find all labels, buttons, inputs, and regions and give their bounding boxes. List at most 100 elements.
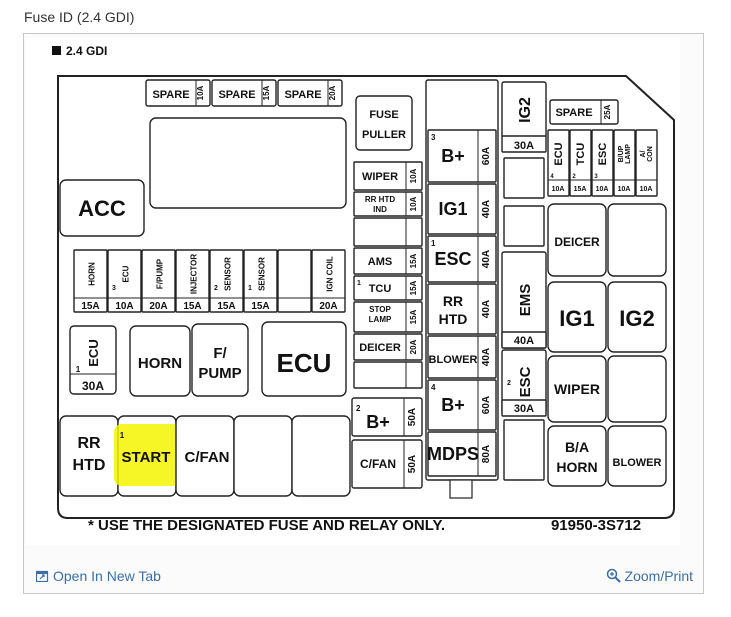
ig2-label: IG2 bbox=[517, 97, 534, 123]
mini-fuse-left-amp: 15A bbox=[183, 301, 201, 312]
zoom-icon bbox=[606, 568, 621, 586]
fuse-puller-label: FUSE bbox=[369, 109, 398, 121]
mini-fuse-right-label: A/ bbox=[640, 150, 647, 157]
blower-relay bbox=[607, 425, 667, 487]
mini-fuse-left-label: ECU bbox=[122, 265, 131, 282]
mini-fuse-right-amp: 10A bbox=[640, 186, 653, 193]
mini-fuse-right-prefix: 2 bbox=[572, 174, 576, 180]
mini-fuse-right-amp: 10A bbox=[552, 186, 565, 193]
mini-fuse-left-prefix: 2 bbox=[214, 285, 218, 292]
ecu1-label: ECU bbox=[86, 339, 101, 366]
mini-fuse-right-label: ESC bbox=[597, 143, 609, 166]
blank-fuse bbox=[503, 419, 545, 481]
ems-amp-box bbox=[501, 331, 547, 349]
rrhtd-relay-label: HTD bbox=[73, 457, 106, 474]
acc-label: ACC bbox=[78, 196, 126, 221]
big-fuse-label: HTD bbox=[439, 311, 468, 327]
open-new-tab-label: Open In New Tab bbox=[53, 568, 161, 584]
center-fuse-amp: 10A bbox=[409, 196, 418, 211]
start-relay-prefix: 1 bbox=[120, 431, 125, 440]
center-fuse bbox=[353, 161, 423, 191]
mini-fuse-left bbox=[141, 249, 176, 313]
big-fuse bbox=[427, 335, 497, 379]
spare-fuse bbox=[277, 79, 343, 107]
big-fuse-label: MDPS bbox=[427, 444, 479, 464]
big-fuse-label: ESC bbox=[434, 249, 471, 269]
mini-fuse-left-label: INJECTOR bbox=[190, 254, 199, 295]
big-fuse-amp: 60A bbox=[481, 396, 492, 414]
mini-fuse-left-amp: 10A bbox=[115, 301, 133, 312]
mini-fuse-right-label: B/UP bbox=[618, 145, 625, 162]
big-fuse-label: RR bbox=[443, 293, 463, 309]
fuse-column-tab bbox=[449, 479, 473, 499]
big-fuse-prefix: 3 bbox=[431, 133, 436, 142]
blower-relay-label: BLOWER bbox=[613, 457, 662, 469]
mini-fuse-left bbox=[209, 249, 244, 313]
bahorn-relay-label: HORN bbox=[556, 459, 597, 475]
ecu1-fuse bbox=[69, 325, 117, 395]
mini-fuse-right-label: CON bbox=[647, 146, 654, 162]
esc2-prefix: 2 bbox=[507, 380, 511, 387]
open-new-tab-link[interactable]: Open In New Tab bbox=[35, 568, 161, 585]
mini-fuse-left-label: SENSOR bbox=[224, 257, 233, 291]
horn-relay bbox=[129, 325, 191, 397]
ecu-relay-label: ECU bbox=[277, 348, 332, 378]
bahorn-relay-label: B/A bbox=[565, 439, 589, 455]
mini-fuse-left-amp: 15A bbox=[251, 301, 269, 312]
ecu1-prefix: 1 bbox=[76, 365, 81, 374]
mini-fuse-left-label: IGN COIL bbox=[326, 256, 335, 292]
center-fuse-prefix: 1 bbox=[357, 280, 361, 287]
blank-relay bbox=[607, 355, 667, 423]
big-fuse bbox=[427, 129, 497, 183]
big-fuse-amp: 80A bbox=[481, 445, 492, 463]
big-fuse-label: B+ bbox=[441, 146, 465, 166]
esc2-amp-box bbox=[501, 399, 547, 417]
esc2-amp: 30A bbox=[514, 403, 534, 415]
heading-square-icon bbox=[52, 46, 61, 55]
big-fuse-amp: 40A bbox=[481, 348, 492, 366]
spare-fuse bbox=[211, 79, 277, 107]
big-fuse-amp: 40A bbox=[481, 250, 492, 268]
page-title: Fuse ID (2.4 GDI) bbox=[24, 9, 135, 25]
fpump-relay bbox=[191, 323, 249, 397]
acc-relay bbox=[59, 179, 145, 237]
center-fuse-label: RR HTD bbox=[365, 195, 395, 204]
ecu-relay bbox=[261, 321, 347, 397]
spare-fuse-amp: 20A bbox=[328, 85, 337, 100]
mini-fuse-right-label: ECU bbox=[553, 142, 565, 165]
spare-right-amp: 25A bbox=[603, 104, 612, 119]
blank-fuse bbox=[503, 205, 545, 247]
ig2-amp: 30A bbox=[514, 140, 534, 152]
blank-relay-block bbox=[149, 117, 347, 209]
blank-relay bbox=[607, 203, 667, 277]
spare-fuse-label: SPARE bbox=[218, 89, 255, 101]
ems-amp: 40A bbox=[514, 335, 534, 347]
ig1-relay bbox=[547, 281, 607, 353]
zoom-print-link[interactable]: Zoom/Print bbox=[606, 568, 693, 586]
mini-fuse-left-label: SENSOR bbox=[258, 257, 267, 291]
mini-fuse-left bbox=[107, 249, 142, 313]
ig2-amp-box bbox=[501, 135, 547, 153]
ems-label: EMS bbox=[517, 284, 534, 317]
part-number: 91950-3S712 bbox=[551, 517, 641, 534]
spare-fuse-amp: 10A bbox=[196, 85, 205, 100]
spare-fuse bbox=[145, 79, 211, 107]
mini-fuse-right-label: LAMP bbox=[625, 144, 632, 164]
center-fuse bbox=[353, 333, 423, 361]
bplus2-prefix: 2 bbox=[356, 404, 361, 413]
center-fuse bbox=[353, 361, 423, 389]
center-fuse-label: LAMP bbox=[369, 315, 392, 324]
deicer-relay bbox=[547, 203, 607, 277]
wiper-relay bbox=[547, 355, 607, 423]
mini-fuse-left-amp: 20A bbox=[149, 301, 167, 312]
mini-fuse-left-label: HORN bbox=[88, 262, 97, 286]
diagram-heading: 2.4 GDI bbox=[66, 44, 107, 58]
mini-fuse-left bbox=[175, 249, 210, 313]
center-fuse bbox=[353, 247, 423, 275]
big-fuse-prefix: 1 bbox=[431, 239, 436, 248]
bplus2-amp: 50A bbox=[407, 408, 418, 426]
mini-fuse-right-amp: 10A bbox=[618, 186, 631, 193]
big-fuse bbox=[427, 183, 497, 235]
fpump-relay-label: PUMP bbox=[198, 365, 241, 382]
